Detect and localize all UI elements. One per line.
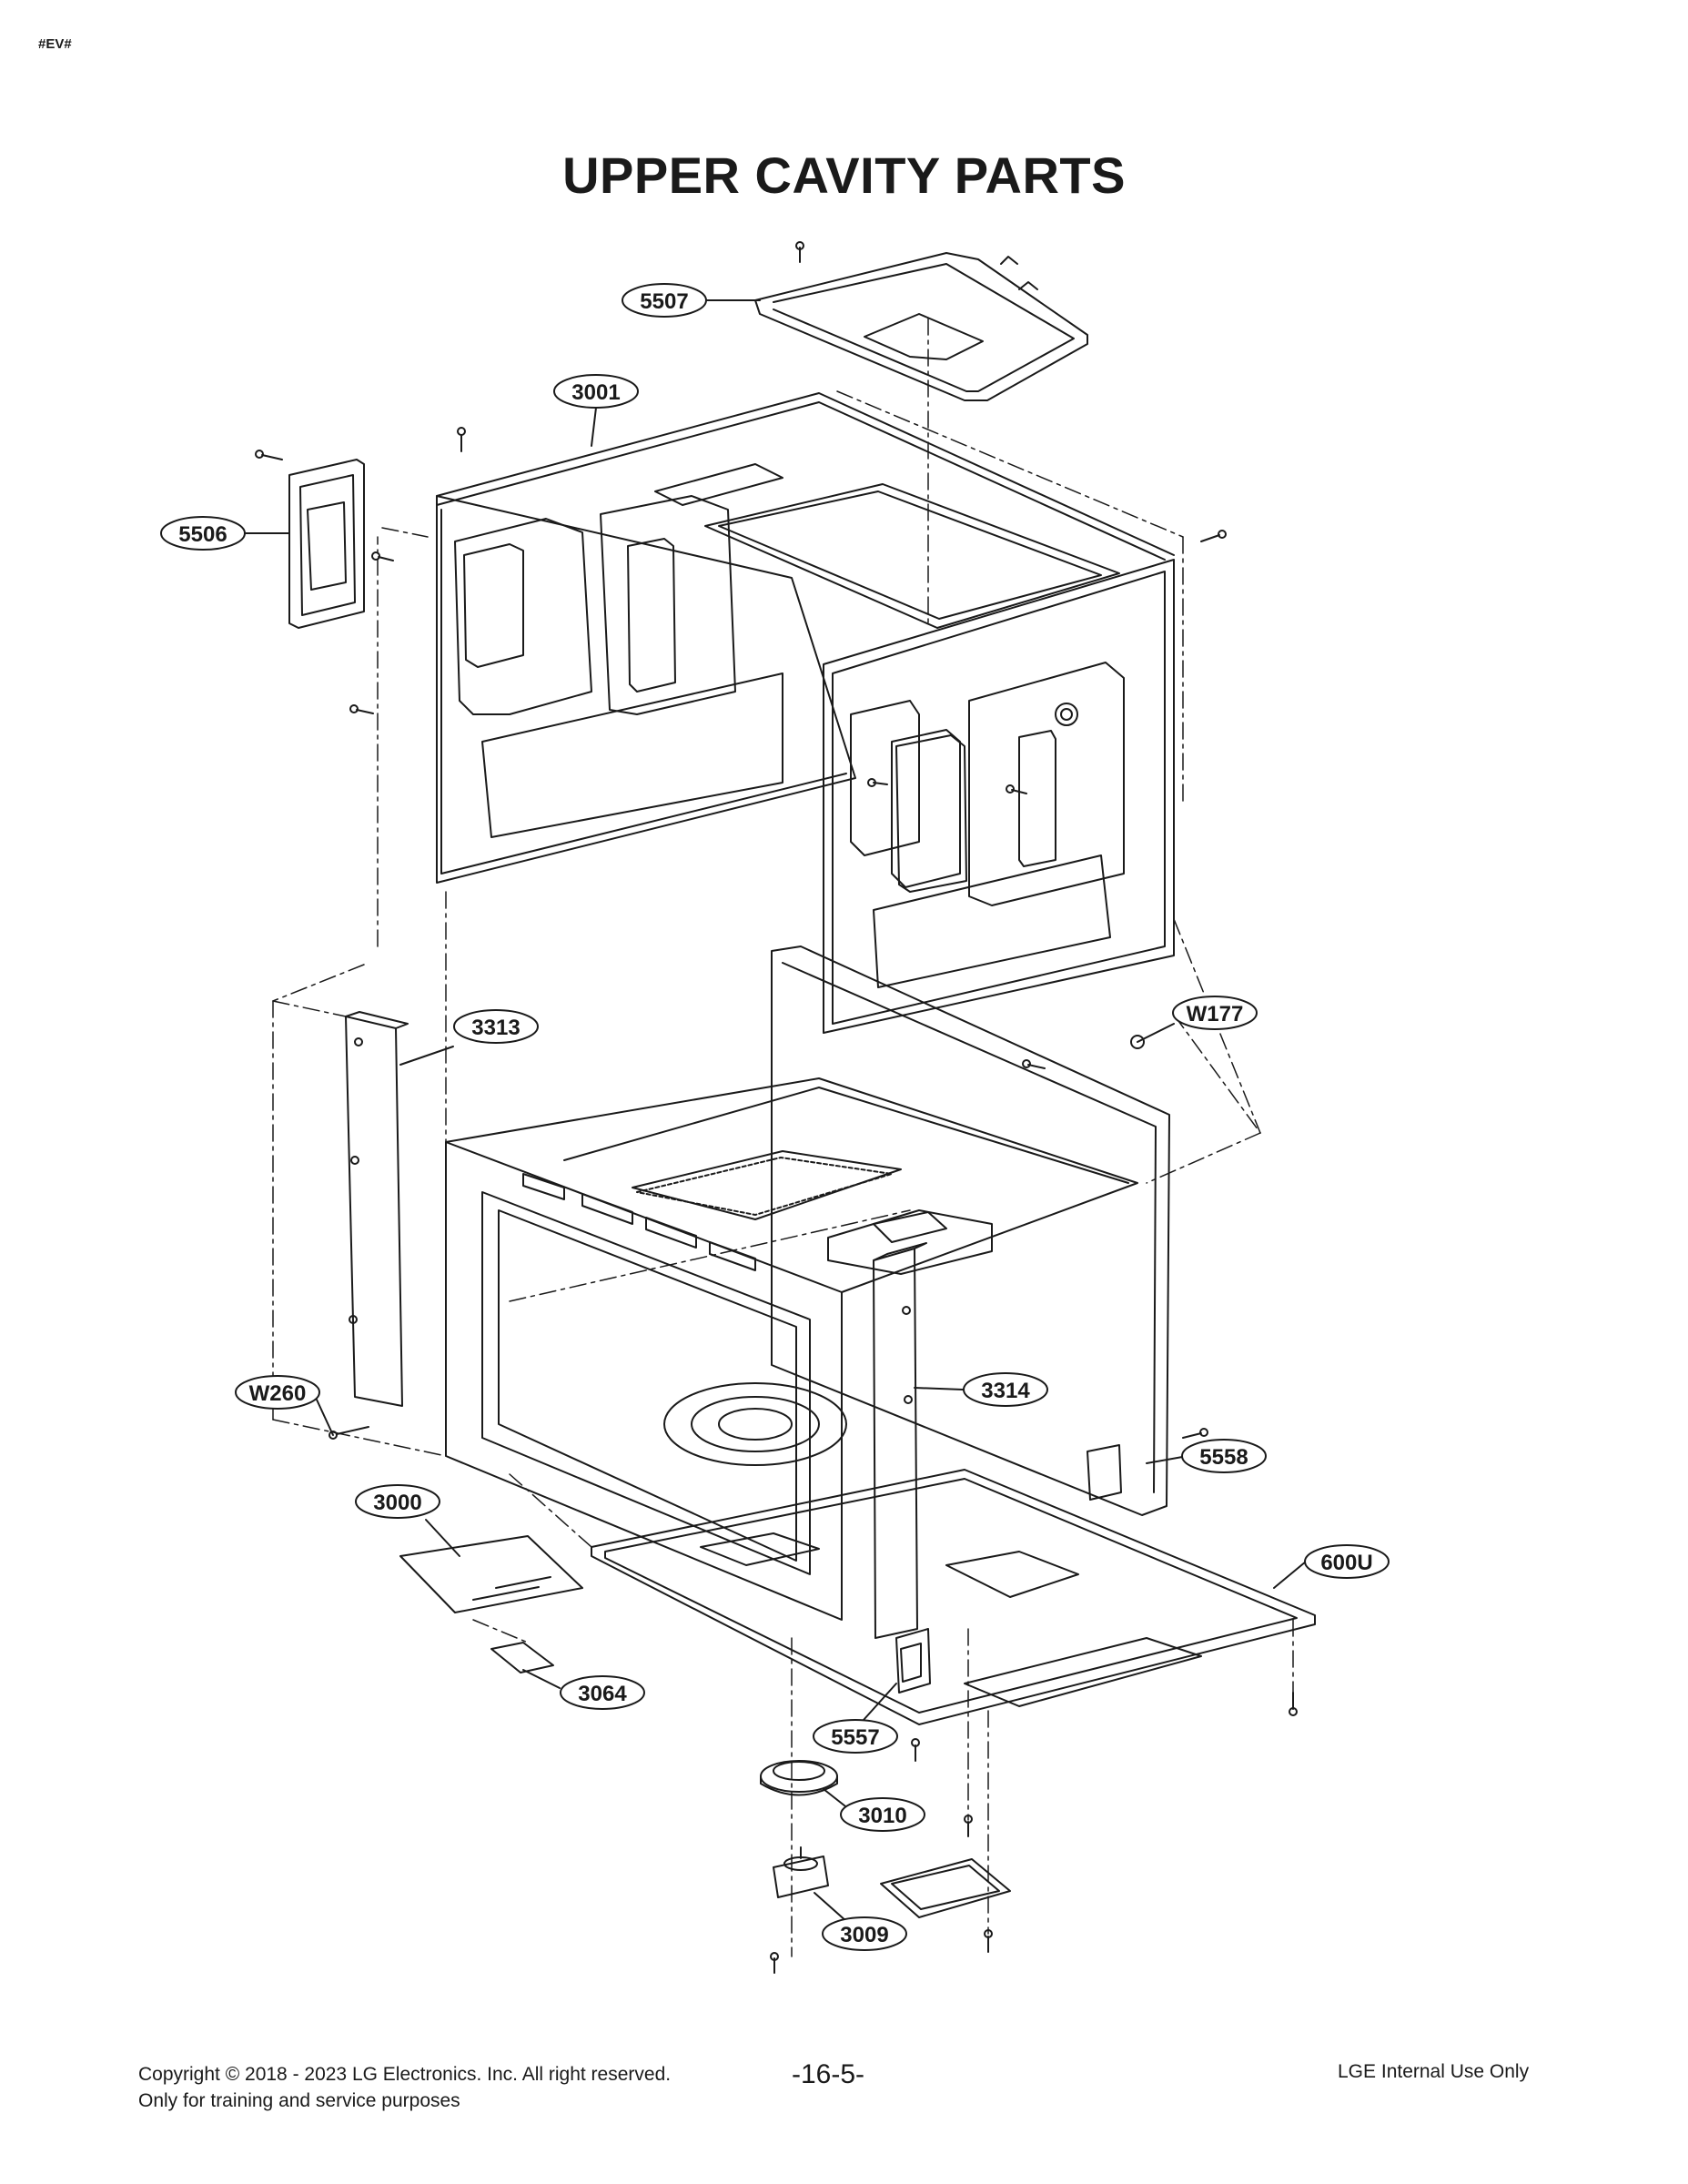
footer-copyright-block: Copyright © 2018 - 2023 LG Electronics. … [138,2061,671,2114]
callout-3314 [963,1372,1048,1407]
part-3313-left-bracket [345,1011,409,1407]
screws-5506 [255,450,394,714]
part-5558 [1087,1428,1208,1501]
callout-labels: 5507 3001 5506 3313 W177 W260 3314 5558 … [178,289,1372,1947]
callout-leaders [245,299,1307,1930]
callout-label-3010: 3010 [858,1804,906,1828]
part-3064-sheet [490,1642,554,1673]
inner-cover-right [867,734,1027,893]
screw-3001 [457,427,466,452]
callout-label-5507: 5507 [640,289,688,314]
screw-w260 [329,1426,369,1440]
nut-w177 [1022,1035,1145,1069]
callout-label-W260: W260 [249,1381,307,1406]
part-5557-bracket [895,1628,931,1694]
part-5506-side-cover [288,459,365,629]
callout-label-3001: 3001 [571,380,620,405]
callout-600U [1304,1544,1390,1579]
footer-internal-use: LGE Internal Use Only [1338,2061,1530,2082]
callout-bubbles [160,283,1390,1951]
part-3314-right-bracket [873,1242,927,1639]
part-3010-coupler [760,1760,838,1796]
callout-3001 [553,374,639,409]
callout-label-3000: 3000 [373,1491,421,1515]
footer-copyright: Copyright © 2018 - 2023 LG Electronics. … [138,2064,672,2085]
construction-lines [272,318,1294,1957]
footer-training-note: Only for training and service purposes [138,2090,460,2111]
callout-label-600U: 600U [1320,1551,1372,1575]
page-title: UPPER CAVITY PARTS [562,147,1126,204]
callout-label-5558: 5558 [1199,1445,1248,1470]
part-bottom-cover-small [880,1858,1011,1918]
callout-label-3314: 3314 [981,1379,1030,1403]
part-3000-cover [399,1535,583,1613]
callout-3010 [840,1797,925,1832]
page-number: -16-5- [792,2059,865,2089]
callout-label-5557: 5557 [831,1725,879,1750]
screws-bottom [770,1692,1298,1974]
callout-label-3009: 3009 [840,1923,888,1947]
callout-3064 [560,1675,645,1710]
part-600U-base-plate [591,1469,1316,1725]
screw-right-top [1200,530,1227,542]
callout-W260 [235,1375,320,1410]
screw-top [795,241,804,263]
callout-label-5506: 5506 [178,522,227,547]
callout-W177 [1172,996,1258,1030]
callout-5506 [160,516,246,551]
part-3001-cavity-wraparound [436,392,1175,1034]
part-3009-motor [773,1846,829,1898]
callout-label-3313: 3313 [471,1016,520,1040]
callout-label-W177: W177 [1187,1002,1244,1026]
part-5507-cover-plate [754,252,1088,401]
callout-3000 [355,1484,440,1519]
callout-label-3064: 3064 [578,1682,627,1706]
callout-5557 [813,1719,898,1754]
document-tag: #EV# [38,36,72,52]
callout-5507 [622,283,707,318]
part-cavity-back-frame [771,945,1170,1516]
callout-3009 [822,1916,907,1951]
callout-5558 [1181,1439,1267,1473]
part-cavity-front-frame [445,1077,1138,1621]
callout-3313 [453,1009,539,1044]
